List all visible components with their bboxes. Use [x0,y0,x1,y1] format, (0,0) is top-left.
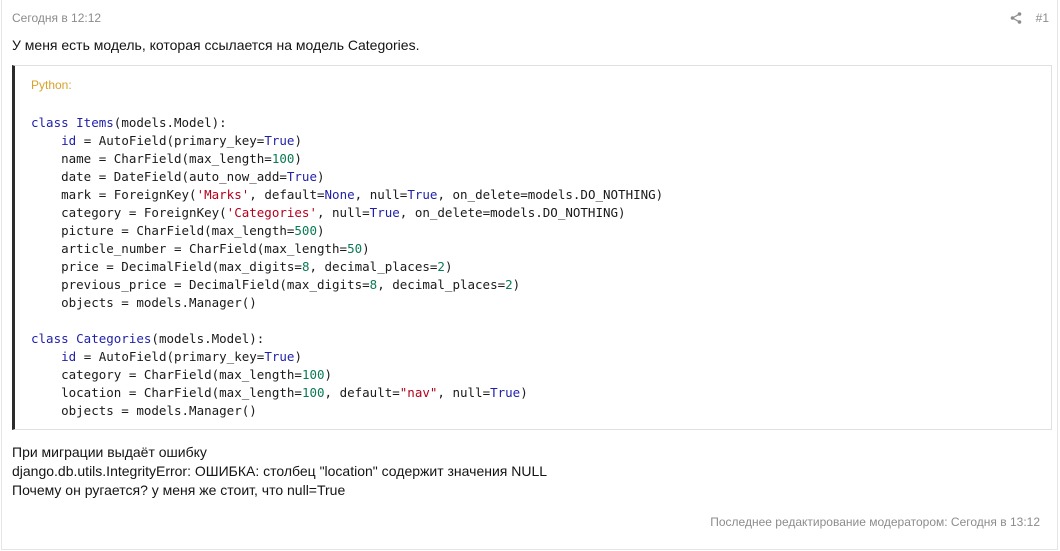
post-number-link[interactable]: #1 [1035,11,1049,25]
code-token: 100 [271,151,295,166]
code-token: , decimal_places= [309,259,438,274]
code-token: , null= [437,385,491,400]
code-token: ) [444,259,453,274]
code-token: category = ForeignKey( [31,205,227,220]
code-token: objects = models.Manager() [31,295,257,310]
code-line [31,312,663,330]
code-line: article_number = CharField(max_length=50… [31,240,663,258]
code-token: , default= [249,187,325,202]
code-token: , decimal_places= [377,277,506,292]
code-token: "nav" [399,385,438,400]
code-token: ) [362,241,370,256]
edit-note: Последнее редактирование модератором: Се… [710,515,1040,529]
code-block: Python: class Items(models.Model): id = … [12,65,1052,430]
code-token: = AutoField(primary_key= [76,349,265,364]
body-line: Почему он ругается? у меня же стоит, что… [12,482,346,498]
code-token: id [61,133,77,148]
code-token: True [286,169,317,184]
code-token: Items [76,115,114,130]
code-token: name = CharField(max_length= [31,151,272,166]
code-line: category = CharField(max_length=100) [31,366,663,384]
code-token: id [61,349,77,364]
code-token: , on_delete=models.DO_NOTHING) [437,187,664,202]
code-token: ) [324,367,333,382]
code-token: ) [294,133,302,148]
code-token: ) [316,169,325,184]
code-line: name = CharField(max_length=100) [31,150,663,168]
code-token: 2 [437,259,445,274]
code-token: ) [316,223,325,238]
code-token: 'Categories' [226,205,317,220]
code-content: class Items(models.Model): id = AutoFiel… [31,114,663,420]
code-token: location = CharField(max_length= [31,385,302,400]
code-line: objects = models.Manager() [31,294,663,312]
code-line: location = CharField(max_length=100, def… [31,384,663,402]
code-line: mark = ForeignKey('Marks', default=None,… [31,186,663,204]
code-token: (models.Model): [151,331,265,346]
code-token: True [264,133,295,148]
code-line: id = AutoField(primary_key=True) [31,348,663,366]
code-language-label: Python: [31,78,72,92]
code-token: 500 [294,223,317,238]
code-token: , null= [354,187,408,202]
code-line: date = DateField(auto_now_add=True) [31,168,663,186]
code-token: category = CharField(max_length= [31,367,302,382]
code-token: ) [294,349,302,364]
code-token: True [369,205,400,220]
code-token: (models.Model): [113,115,227,130]
code-token: objects = models.Manager() [31,403,257,418]
post-date[interactable]: Сегодня в 12:12 [12,11,102,25]
code-line: class Categories(models.Model): [31,330,663,348]
code-token: ) [294,151,302,166]
code-token: 8 [369,277,378,292]
code-token: article_number = CharField(max_length= [31,241,348,256]
code-token: picture = CharField(max_length= [31,223,295,238]
code-line: objects = models.Manager() [31,402,663,420]
code-token: None [324,187,355,202]
code-line: price = DecimalField(max_digits=8, decim… [31,258,663,276]
code-token: 8 [301,259,310,274]
share-icon[interactable] [1009,11,1023,25]
body-line: При миграции выдаёт ошибку [12,444,207,460]
code-token: class [31,115,77,130]
post-header: Сегодня в 12:12 #1 [12,9,1049,27]
code-token: price = DecimalField(max_digits= [31,259,302,274]
body-line: django.db.utils.IntegrityError: ОШИБКА: … [12,463,548,479]
code-token: class [31,331,77,346]
code-token: = AutoField(primary_key= [76,133,265,148]
code-token: , null= [316,205,370,220]
code-token: , on_delete=models.DO_NOTHING) [399,205,626,220]
code-token: True [490,385,521,400]
code-line: category = ForeignKey('Categories', null… [31,204,663,222]
code-token: 100 [301,385,325,400]
code-token: ) [520,385,528,400]
post-intro-text: У меня есть модель, которая ссылается на… [12,37,420,53]
code-token: True [407,187,438,202]
code-token: previous_price = DecimalField(max_digits… [31,277,370,292]
code-token: , default= [324,385,400,400]
code-token [31,133,61,148]
code-token: ) [512,277,521,292]
post-body-text: При миграции выдаёт ошибку django.db.uti… [12,443,547,500]
code-token: True [264,349,295,364]
code-line: previous_price = DecimalField(max_digits… [31,276,663,294]
code-token: Categories [76,331,152,346]
code-line: id = AutoField(primary_key=True) [31,132,663,150]
code-token: mark = ForeignKey( [31,187,197,202]
code-token: 'Marks' [196,187,250,202]
code-token: 2 [505,277,513,292]
code-token: date = DateField(auto_now_add= [31,169,287,184]
code-token: 50 [347,241,363,256]
code-line: picture = CharField(max_length=500) [31,222,663,240]
code-token [31,349,61,364]
code-token: 100 [301,367,325,382]
code-line: class Items(models.Model): [31,114,663,132]
